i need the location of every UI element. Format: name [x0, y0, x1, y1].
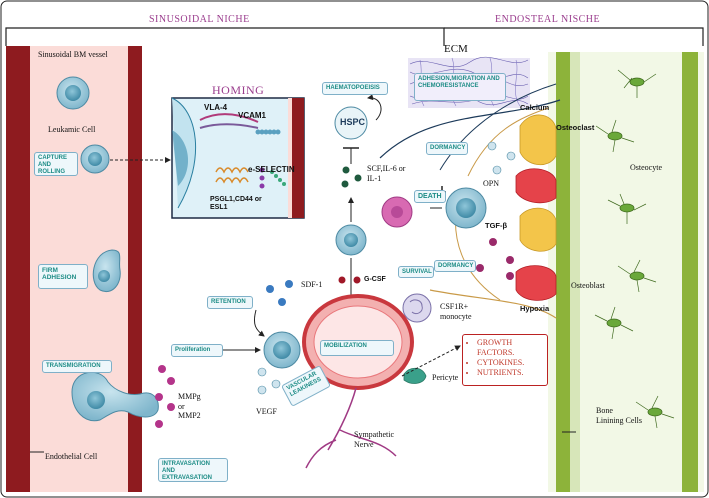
hspc-label: HSPC	[340, 117, 366, 127]
osteoblast-label: Osteoblast	[571, 281, 605, 290]
haematopoeisis-box: HAEMATOPOEISIS	[322, 82, 388, 95]
vla4-label: VLA-4	[204, 103, 228, 112]
sinusoidal-niche-title: SINUSOIDAL NICHE	[149, 14, 250, 25]
sinusoidal-bracket	[5, 27, 445, 46]
death-box: DEATH	[414, 190, 446, 203]
gcsf-dots	[338, 276, 361, 284]
adhesion-migration-box: ADHESION,MIGRATION AND CHEMORESISTANCE	[414, 73, 506, 101]
factor-item: CYTOKINES.	[477, 358, 543, 368]
csf1r-monocyte	[402, 293, 432, 323]
osteocytes	[606, 77, 663, 417]
homing-inset	[171, 97, 305, 219]
endosteal-niche-title: ENDOSTEAL NISCHE	[495, 14, 601, 25]
osteoclast-label: Osteoclast	[556, 123, 595, 132]
mmp-label: MMPg or MMP2	[178, 392, 201, 421]
sdf1-dots	[266, 280, 293, 306]
leukemic-cell-1	[56, 76, 90, 110]
firm-adhesion-box: FIRM ADHESION	[38, 264, 88, 289]
sdf1-label: SDF-1	[301, 280, 323, 289]
firm-adhesion-cell	[92, 249, 121, 292]
transmigrating-cell	[71, 371, 159, 422]
pericyte-label: Pericyte	[432, 373, 459, 382]
factor-item: GROWTH FACTORS.	[477, 338, 543, 358]
mmp-dots	[155, 365, 175, 428]
osteoclasts	[519, 114, 557, 252]
dormancy-box-2: DORMANCY	[434, 260, 476, 272]
intravasation-box: INTRAVASATION AND EXTRAVASATION	[158, 458, 228, 482]
calcium-label: Calcium	[520, 103, 550, 112]
vessel-label: Sinusoidal BM vessel	[38, 50, 108, 59]
opn-dots	[487, 141, 516, 175]
proliferating-cell	[263, 331, 301, 369]
vcam1-label: VCAM1	[238, 111, 267, 120]
opn-label: OPN	[483, 179, 500, 188]
sympathetic-nerve	[305, 387, 397, 469]
tgfb-dots	[476, 238, 514, 280]
vegf-dots	[257, 367, 281, 395]
factor-item: NUTRIENTS.	[477, 368, 543, 378]
tgfb-label: TGF-β	[485, 221, 508, 230]
pericyte	[403, 367, 427, 384]
death-cell	[381, 196, 413, 228]
bone-column	[548, 52, 704, 492]
dormancy-box-1: DORMANCY	[426, 142, 468, 155]
ecm-label: ECM	[444, 43, 468, 55]
osteocyte-label: Osteocyte	[630, 163, 662, 172]
sympathetic-nerve-label: Sympathetic Nerve	[354, 430, 394, 449]
gcsf-label: G-CSF	[364, 276, 386, 283]
scf-label: SCF,IL-6 or IL-1	[367, 164, 406, 183]
factors-box: GROWTH FACTORS. CYTOKINES. NUTRIENTS.	[462, 334, 548, 386]
transmigration-box: TRANSMIGRATION	[42, 360, 112, 373]
leukamic-cell-label: Leukamic Cell	[48, 125, 96, 134]
red-osteoblasts	[515, 168, 557, 301]
bone-lining-label: Bone Linining Cells	[596, 406, 642, 425]
niche-leukemic-cell	[445, 187, 487, 229]
psgl1-label: PSGL1,CD44 or ESL1	[210, 196, 262, 212]
csf1r-label: CSF1R+ monocyte	[440, 302, 472, 321]
e-selectin-label: e-SELECTIN	[248, 165, 295, 174]
scf-dots	[341, 166, 362, 188]
central-cell	[335, 224, 367, 256]
hspc-cell	[334, 106, 368, 140]
mobilization-box: MOBILIZATION	[320, 340, 394, 356]
retention-box: RETENTION	[207, 296, 253, 309]
leukemic-cell-2	[80, 144, 110, 174]
homing-title: HOMING	[212, 83, 265, 97]
vegf-label: VEGF	[256, 407, 277, 416]
survival-box: SURVIVAL	[398, 266, 434, 278]
capture-rolling-box: CAPTURE AND ROLLING	[34, 152, 78, 176]
endothelial-cell-label: Endothelial Cell	[45, 452, 98, 461]
hypoxia-label: Hypoxia	[520, 304, 550, 313]
proliferation-box: Proliferation	[171, 344, 223, 357]
endosteal-bracket	[444, 27, 704, 46]
